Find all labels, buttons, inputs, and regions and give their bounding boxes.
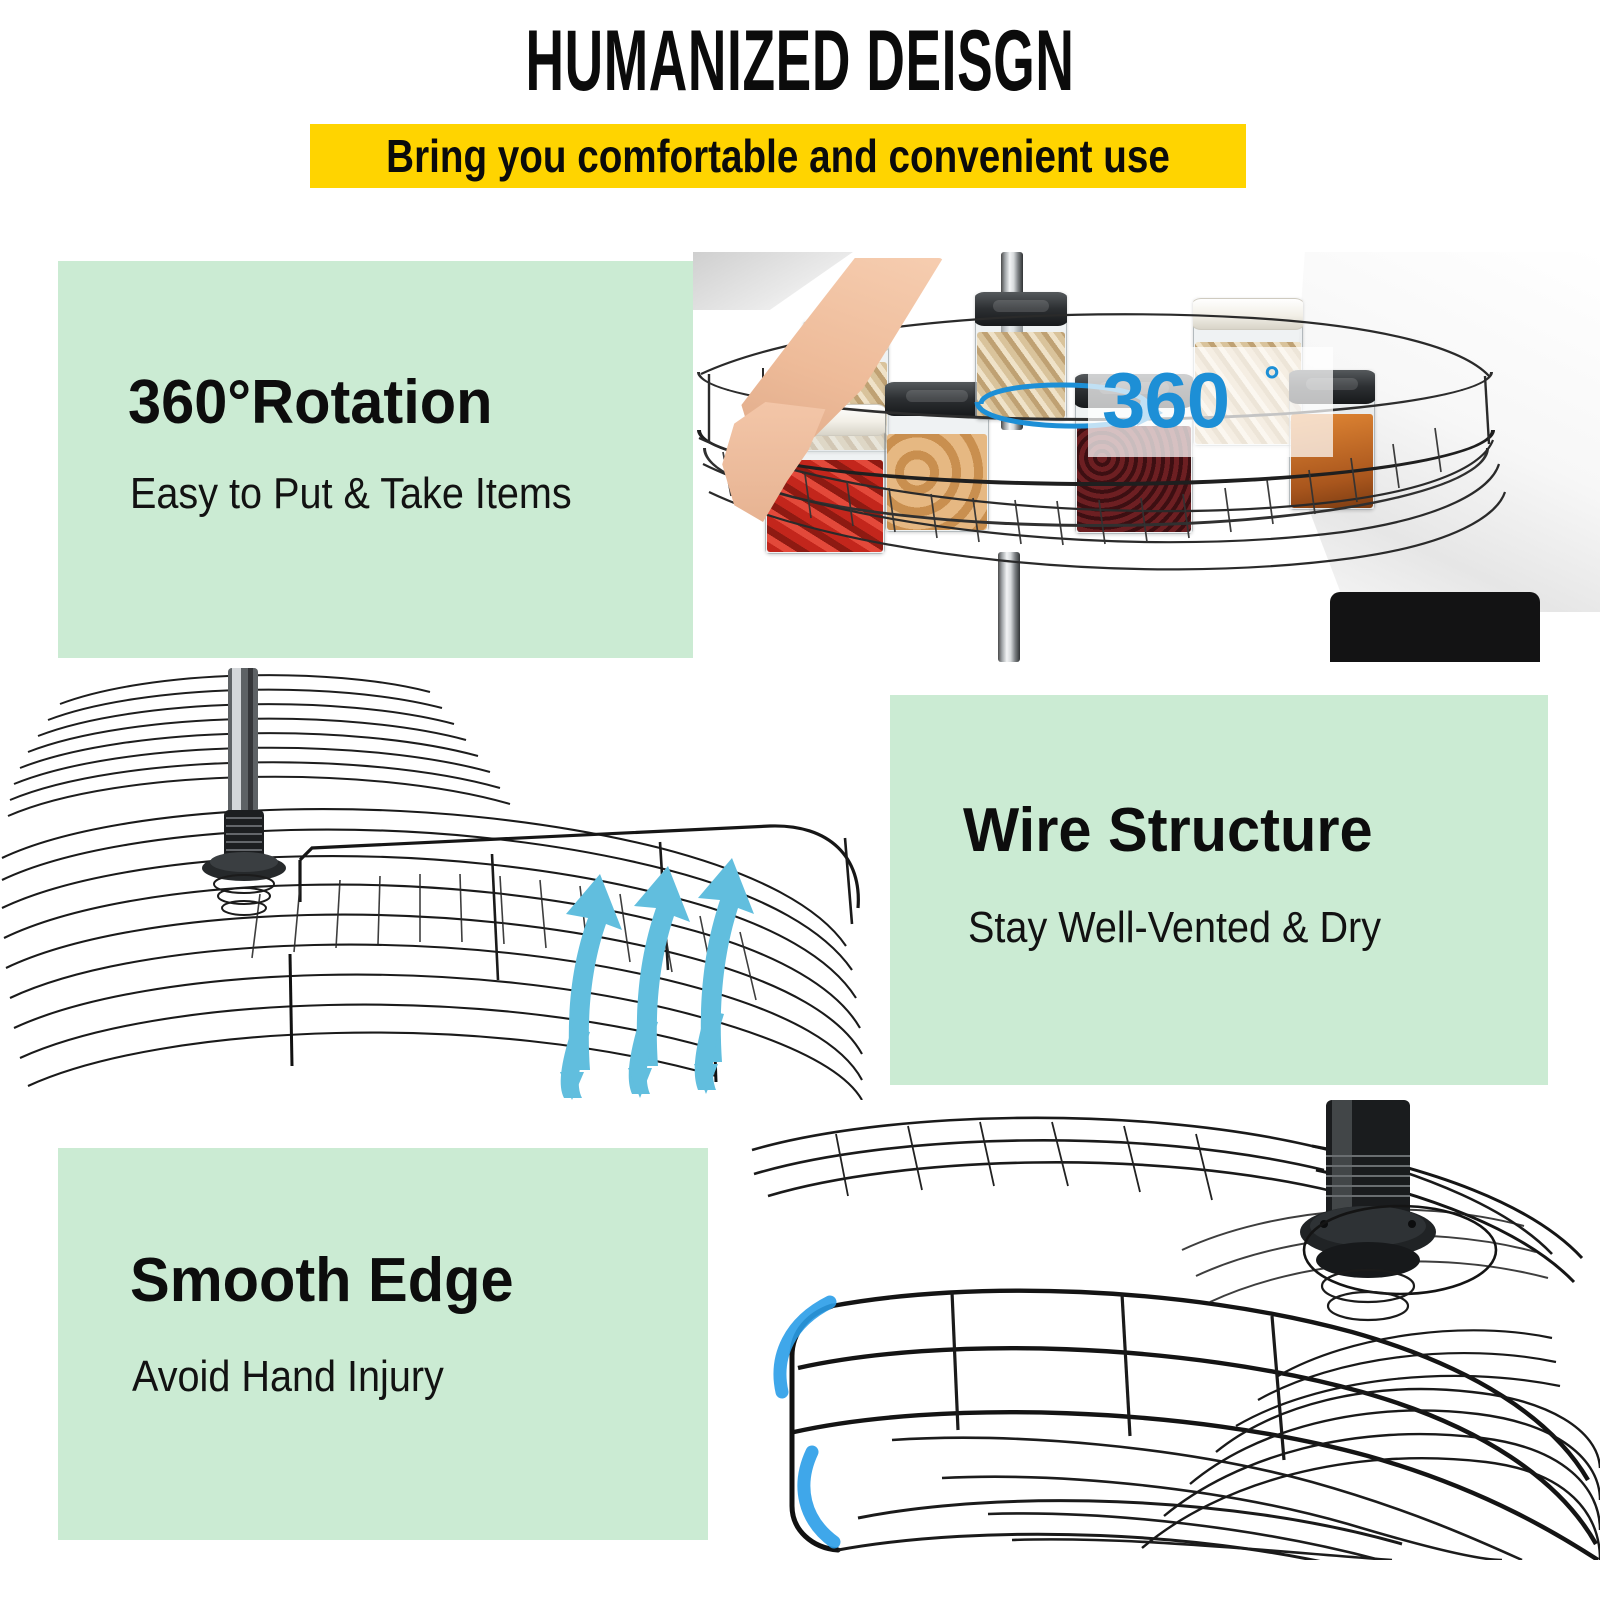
panel-rotation-title: 360°Rotation <box>128 368 493 437</box>
panel-wire-structure-textbox <box>890 695 1548 1085</box>
panel-rotation-subtitle: Easy to Put & Take Items <box>130 469 572 518</box>
badge-360-value: 360 <box>1102 356 1230 444</box>
badge-360: 360 ° <box>1088 347 1333 457</box>
panel-wire-structure-subtitle: Stay Well-Vented & Dry <box>968 903 1382 952</box>
panel-smooth-edge-textbox <box>58 1148 708 1540</box>
panel-wire-structure-title: Wire Structure <box>963 796 1373 865</box>
subtitle-banner-text: Bring you comfortable and convenient use <box>386 130 1170 182</box>
hand-rotating-lazy-susan-photo: 360 ° <box>693 252 1600 662</box>
basket-wire-overlay <box>698 313 1507 571</box>
airflow-arrows-up <box>566 858 754 1070</box>
badge-360-degree-icon: ° <box>1264 359 1280 403</box>
panel-rotation-textbox <box>58 261 693 658</box>
center-pole-lower <box>998 552 1020 662</box>
person-dark-pants <box>1330 592 1540 662</box>
smooth-edge-highlight-arcs <box>773 1295 841 1549</box>
subtitle-banner: Bring you comfortable and convenient use <box>310 124 1246 188</box>
wire-shelf-airflow-photo <box>0 662 880 1100</box>
smooth-rounded-edge-photo <box>712 1100 1600 1560</box>
wire-shelf-drawing <box>1 668 863 1100</box>
smooth-edge-drawing <box>751 1100 1600 1560</box>
page-title: HUMANIZED DEISGN <box>525 13 1075 109</box>
panel-smooth-edge-title: Smooth Edge <box>130 1246 514 1315</box>
panel-smooth-edge-subtitle: Avoid Hand Injury <box>132 1352 444 1401</box>
